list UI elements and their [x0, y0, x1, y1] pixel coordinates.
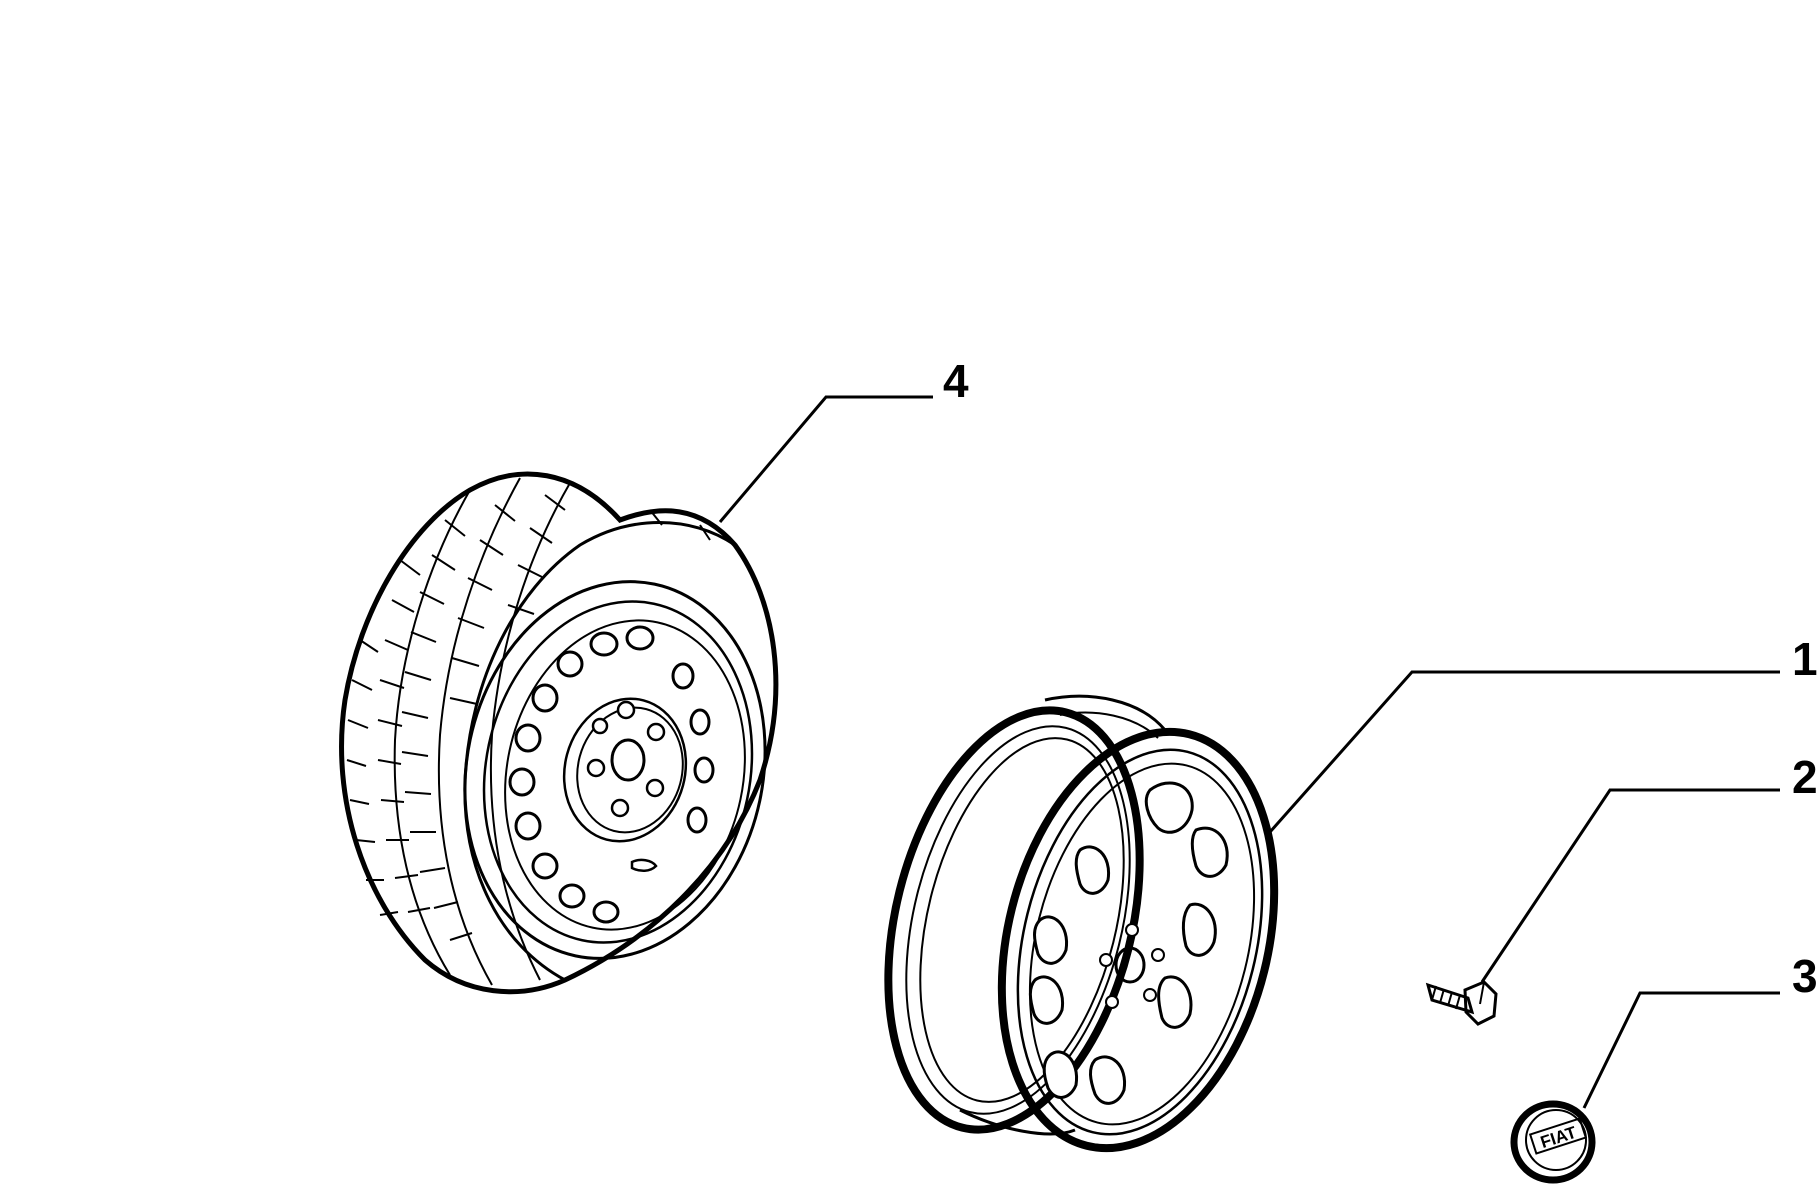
leader-4 — [718, 395, 933, 523]
complete-wheel-tyre — [339, 471, 779, 995]
rim-spoke-windows — [1028, 781, 1229, 1105]
leader-1 — [1268, 670, 1780, 833]
callout-3: 3 — [1792, 950, 1818, 1002]
wheel-bolt — [1425, 980, 1498, 1026]
rim-bolt-holes — [1099, 923, 1165, 1009]
leader-lines — [718, 395, 1780, 1109]
hub-cap: FIAT — [1510, 1100, 1596, 1184]
callout-4: 4 — [943, 355, 969, 407]
rim-ventilation-holes — [508, 625, 715, 924]
hub-cap-logo: FIAT — [1538, 1123, 1579, 1153]
callout-2: 2 — [1792, 751, 1818, 803]
callout-1: 1 — [1792, 633, 1818, 685]
hub-bolt-holes — [586, 700, 666, 818]
leader-3 — [1582, 991, 1780, 1109]
leader-2 — [1480, 788, 1780, 983]
tyre-tread — [346, 477, 711, 986]
alloy-rim — [884, 694, 1279, 1153]
